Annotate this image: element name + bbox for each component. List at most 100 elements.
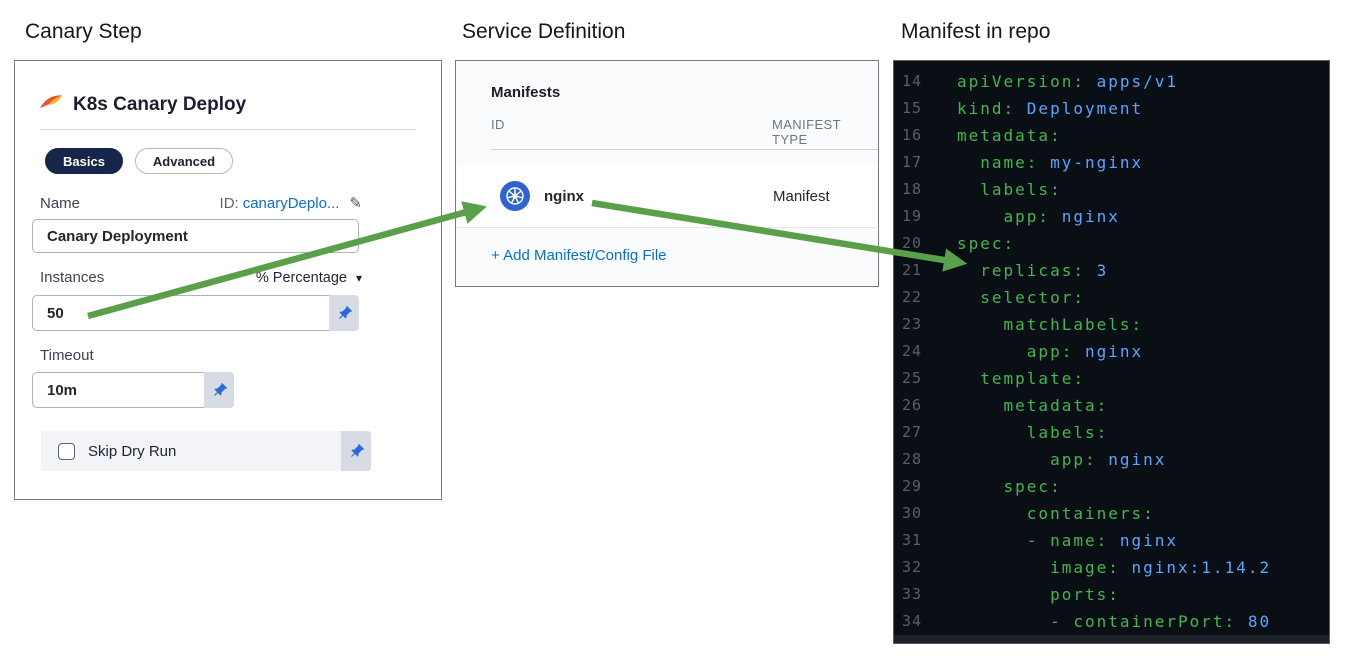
instances-unit-dropdown[interactable]: % Percentage ▾ [256,270,362,286]
timeout-label: Timeout [40,347,94,364]
line-number: 16 [901,126,922,144]
code-text: metadata: [957,396,1109,415]
code-line: 21 replicas: 3 [894,257,1329,284]
pin-icon [350,443,364,457]
table-header-divider [491,149,878,150]
pin-icon [338,305,352,319]
code-text: replicas: 3 [957,261,1109,280]
code-line: 34 - containerPort: 80 [894,608,1329,635]
column-title-manifest-in-repo: Manifest in repo [901,20,1051,43]
step-tabs: Basics Advanced [45,148,234,174]
caret-down-icon: ▾ [355,270,362,285]
code-line: 23 matchLabels: [894,311,1329,338]
code-text: labels: [957,180,1062,199]
manifest-row-type: Manifest [773,187,830,205]
code-line: 31 - name: nginx [894,527,1329,554]
code-text: - containerPort: 80 [957,612,1272,631]
code-line: 25 template: [894,365,1329,392]
instances-input[interactable] [32,295,329,331]
code-line: 30 containers: [894,500,1329,527]
pin-icon [213,382,227,396]
line-number: 22 [901,288,922,306]
skip-dry-run-row: Skip Dry Run [41,431,371,471]
step-id-group: ID: canaryDeplo... ✎ [219,194,362,213]
code-text: image: nginx:1.14.2 [957,558,1272,577]
canary-bird-icon [39,92,63,117]
skip-dry-run-checkbox[interactable] [58,442,75,460]
manifest-table-row[interactable]: nginx Manifest [457,165,877,228]
code-line: 28 app: nginx [894,446,1329,473]
timeout-input[interactable] [32,372,204,408]
line-number: 26 [901,396,922,414]
code-text: selector: [957,288,1085,307]
line-number: 25 [901,369,922,387]
code-line: 27 labels: [894,419,1329,446]
code-line: 15 kind: Deployment [894,95,1329,122]
code-text: template: [957,369,1085,388]
code-text: metadata: [957,126,1062,145]
kubernetes-icon [500,181,530,211]
code-line: 20 spec: [894,230,1329,257]
line-number: 20 [901,234,922,252]
tab-basics[interactable]: Basics [45,148,123,174]
code-line: 26 metadata: [894,392,1329,419]
step-header: K8s Canary Deploy [39,92,246,117]
line-number: 17 [901,153,922,171]
tab-advanced[interactable]: Advanced [134,148,234,174]
code-line: 17 name: my-nginx [894,149,1329,176]
code-line: 24 app: nginx [894,338,1329,365]
add-manifest-link[interactable]: + Add Manifest/Config File [491,247,667,264]
column-title-canary-step: Canary Step [25,20,142,43]
code-text: matchLabels: [957,315,1144,334]
instances-input-group [32,295,359,331]
line-number: 31 [901,531,922,549]
timeout-input-group [32,372,234,408]
code-line: 18 labels: [894,176,1329,203]
code-text: ports: [957,585,1120,604]
code-text: spec: [957,477,1062,496]
code-text: - name: nginx [957,531,1179,550]
manifest-table-header: ID MANIFEST TYPE [491,117,878,147]
instances-field-row: Instances % Percentage ▾ [32,269,362,286]
name-field-row: Name ID: canaryDeplo... ✎ [32,194,362,213]
skip-dry-run-pin-button[interactable] [341,431,371,471]
code-text: app: nginx [957,342,1144,361]
code-line: 33 ports: [894,581,1329,608]
skip-dry-run-label: Skip Dry Run [88,442,177,460]
instances-pin-button[interactable] [329,295,359,331]
code-text: kind: Deployment [957,99,1144,118]
manifest-row-id: nginx [544,187,584,205]
line-number: 33 [901,585,922,603]
edit-id-pencil-icon[interactable]: ✎ [349,195,362,212]
column-header-manifest-type: MANIFEST TYPE [772,117,841,147]
code-text: spec: [957,234,1016,253]
code-line: 14 apiVersion: apps/v1 [894,68,1329,95]
step-title: K8s Canary Deploy [73,93,247,115]
name-label: Name [40,194,81,212]
line-number: 28 [901,450,922,468]
line-number: 21 [901,261,922,279]
manifests-section-title: Manifests [491,84,561,101]
line-number: 15 [901,99,922,117]
code-text: app: nginx [957,450,1167,469]
code-line: 19 app: nginx [894,203,1329,230]
step-id-prefix: ID: [219,194,239,212]
code-line: 32 image: nginx:1.14.2 [894,554,1329,581]
code-text: apiVersion: apps/v1 [957,72,1179,91]
line-number: 27 [901,423,922,441]
line-number: 24 [901,342,922,360]
line-number: 30 [901,504,922,522]
column-title-service-definition: Service Definition [462,20,626,43]
header-divider [40,129,416,130]
instances-label: Instances [40,269,105,286]
line-number: 14 [901,72,922,90]
instances-unit-label: % Percentage [255,269,347,286]
step-id-link[interactable]: canaryDeplo... [242,194,340,212]
timeout-pin-button[interactable] [204,372,234,408]
code-text: labels: [957,423,1109,442]
code-line: 22 selector: [894,284,1329,311]
name-input[interactable] [32,219,359,253]
